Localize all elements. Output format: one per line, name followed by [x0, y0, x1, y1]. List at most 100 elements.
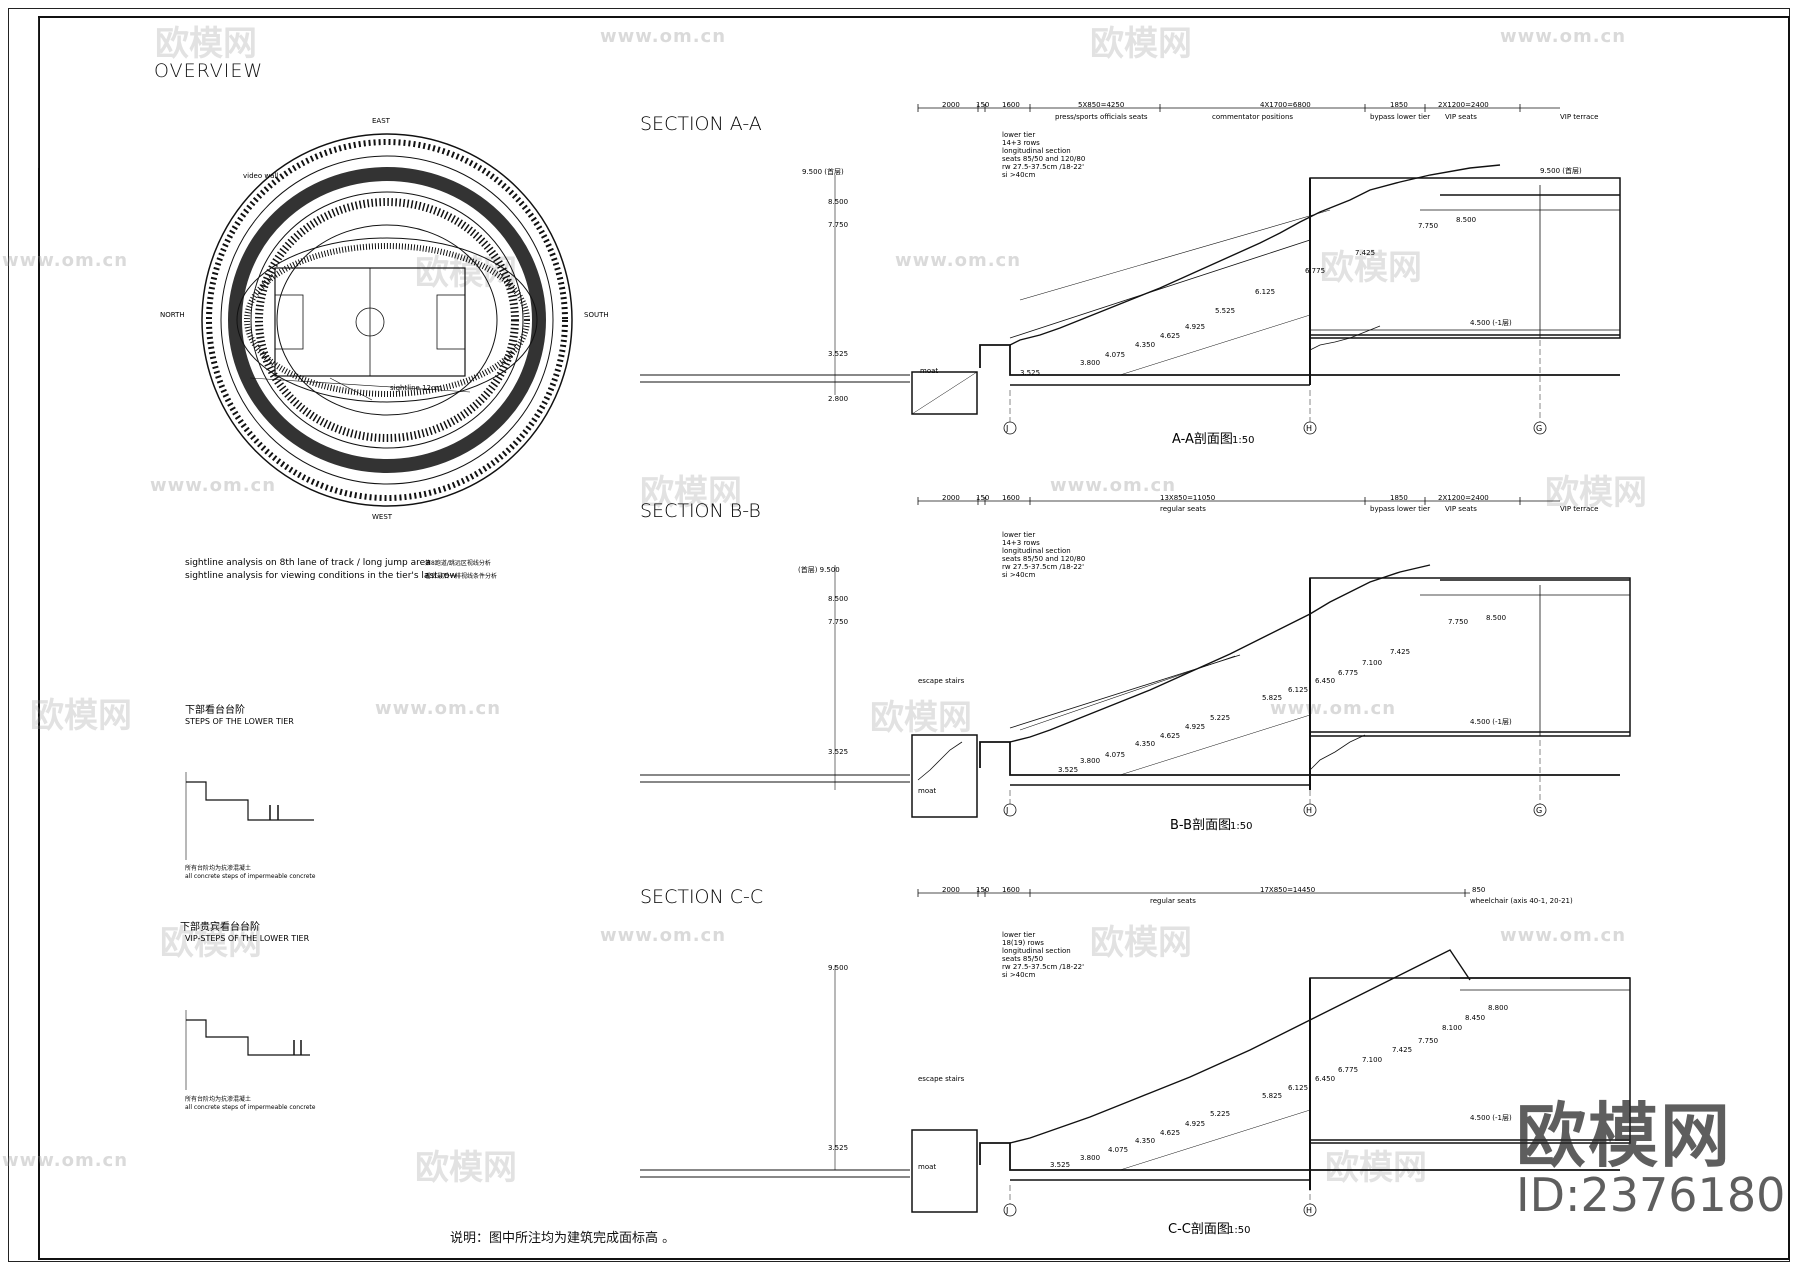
legend-item-2-cn: 看台最后一排视线条件分析 — [425, 572, 497, 580]
watermark-logo: 欧模网 — [415, 1148, 517, 1188]
watermark-url: www.om.cn — [1500, 925, 1627, 946]
section-a-level-3525: 3.525 — [828, 350, 848, 358]
section-c-step-3: 4.075 — [1108, 1146, 1128, 1154]
section-c-dim-4: 17X850=14450 — [1260, 886, 1315, 894]
section-b-zone-3: VIP seats — [1445, 505, 1477, 513]
section-b-axis-h: H — [1306, 806, 1312, 815]
section-b-step-8: 5.825 — [1262, 694, 1282, 702]
section-b-dim-2: 150 — [976, 494, 989, 502]
section-a-title: SECTION A-A — [640, 113, 762, 135]
watermark-logo: 欧模网 — [155, 24, 257, 64]
section-a-step-7: 5.525 — [1215, 307, 1235, 315]
section-c-scale: 1:50 — [1228, 1225, 1250, 1236]
section-a-axis-h: H — [1306, 424, 1312, 433]
section-b-step-5: 4.625 — [1160, 732, 1180, 740]
section-b-axis-g: G — [1536, 806, 1542, 815]
section-b-drawing — [640, 497, 1631, 818]
section-c-long: longitudinal section — [1002, 947, 1071, 955]
legend-item-1-en: sightline analysis on 8th lane of track … — [185, 558, 431, 568]
section-c-moat: moat — [918, 1163, 936, 1171]
section-a-level-2800: 2.800 — [828, 395, 848, 403]
section-c-step-7: 5.225 — [1210, 1110, 1230, 1118]
section-a-step-10: 7.425 — [1355, 249, 1375, 257]
section-c-caption: C-C剖面图 — [1168, 1222, 1230, 1237]
section-b-zone-4: VIP terrace — [1560, 505, 1598, 513]
stadium-plan — [201, 133, 573, 507]
section-a-scale: 1:50 — [1232, 435, 1254, 446]
section-b-first-floor: (首层) 9.500 — [798, 565, 840, 574]
section-a-dim-2: 150 — [976, 101, 989, 109]
section-b-step-10: 6.450 — [1315, 677, 1335, 685]
sightline-label: sightline 12cm — [390, 384, 442, 392]
section-a-level-7750: 7.750 — [828, 221, 848, 229]
section-c-tier: lower tier — [1002, 931, 1035, 939]
section-b-step-11: 6.775 — [1338, 669, 1358, 677]
section-b-level-7750: 7.750 — [828, 618, 848, 626]
section-c-step-10: 6.450 — [1315, 1075, 1335, 1083]
section-b-basement: 4.500 (-1层) — [1470, 718, 1512, 726]
section-a-dim-1: 2000 — [942, 101, 960, 109]
section-a-zone-3: bypass lower tier — [1370, 113, 1430, 121]
section-a-zone-5: VIP terrace — [1560, 113, 1598, 121]
general-note: 说明：图中所注均为建筑完成面标高 。 — [450, 1231, 676, 1246]
section-a-step-3: 4.075 — [1105, 351, 1125, 359]
section-b-step-3: 4.075 — [1105, 751, 1125, 759]
section-a-step-5: 4.625 — [1160, 332, 1180, 340]
compass-west: WEST — [372, 513, 393, 521]
section-b-seats: seats 85/50 and 120/80 — [1002, 555, 1085, 563]
section-a-dim-5: 4X1700=6800 — [1260, 101, 1311, 109]
section-c-dim-1: 2000 — [942, 886, 960, 894]
section-c-step-15: 8.100 — [1442, 1024, 1462, 1032]
section-b-step-13: 7.425 — [1390, 648, 1410, 656]
section-c-step-2: 3.800 — [1080, 1154, 1100, 1162]
watermark-url: www.om.cn — [1050, 475, 1177, 496]
section-c-step-1: 3.525 — [1050, 1161, 1070, 1169]
watermark-logo: 欧模网 — [30, 696, 132, 736]
steps-lower-note-cn: 所有台阶均为抗渗混凝土 — [185, 864, 251, 872]
title-block-strip — [10, 18, 39, 168]
section-a-drawing — [640, 104, 1621, 435]
section-b-zone-2: bypass lower tier — [1370, 505, 1430, 513]
section-a-step-2: 3.800 — [1080, 359, 1100, 367]
section-c-axis-h: H — [1306, 1206, 1312, 1215]
compass-south: SOUTH — [584, 311, 609, 319]
section-b-step-12: 7.100 — [1362, 659, 1382, 667]
watermark-logo: 欧模网 — [1090, 24, 1192, 64]
watermark-brand: 欧模网 — [1516, 1095, 1732, 1177]
watermark-logo: 欧模网 — [1090, 923, 1192, 963]
section-a-dim-3: 1600 — [1002, 101, 1020, 109]
section-a-rw: rw 27.5-37.5cm /18-22' — [1002, 163, 1084, 171]
steps-vip-note-en: all concrete steps of impermeable concre… — [185, 1104, 316, 1111]
section-c-zone-2: wheelchair (axis 40-1, 20-21) — [1470, 897, 1573, 905]
legend-item-1-cn: 第8跑道/跳远区视线分析 — [425, 559, 491, 567]
watermark-logo: 欧模网 — [1320, 248, 1422, 288]
section-a-first-floor: 9.500 (首层) — [802, 167, 844, 176]
section-b-moat: moat — [918, 787, 936, 795]
watermark-url: www.om.cn — [1270, 698, 1397, 719]
section-c-basement: 4.500 (-1层) — [1470, 1114, 1512, 1122]
section-c-drawing — [640, 889, 1631, 1217]
section-b-dim-1: 2000 — [942, 494, 960, 502]
section-a-moat: moat — [920, 367, 938, 375]
section-a-step-11: 7.750 — [1418, 222, 1438, 230]
section-b-step-9: 6.125 — [1288, 686, 1308, 694]
section-c-dim-2: 150 — [976, 886, 989, 894]
section-c-zone-1: regular seats — [1150, 897, 1196, 905]
section-c-step-5: 4.625 — [1160, 1129, 1180, 1137]
steps-vip-en-title: VIP-STEPS OF THE LOWER TIER — [185, 934, 310, 943]
steps-lower-detail — [185, 772, 314, 860]
watermark-url: www.om.cn — [375, 698, 502, 719]
section-c-step-12: 7.100 — [1362, 1056, 1382, 1064]
section-c-step-16: 8.450 — [1465, 1014, 1485, 1022]
section-c-axis-j: J — [1005, 1206, 1008, 1215]
section-c-step-8: 5.825 — [1262, 1092, 1282, 1100]
section-b-tier: lower tier — [1002, 531, 1035, 539]
section-b-step-6: 4.925 — [1185, 723, 1205, 731]
watermark-url: www.om.cn — [895, 250, 1022, 271]
section-a-caption: A-A剖面图 — [1172, 432, 1233, 447]
section-b-rows: 14+3 rows — [1002, 539, 1040, 547]
steps-vip-cn-title: 下部贵宾看台台阶 — [180, 920, 260, 933]
section-c-escape: escape stairs — [918, 1075, 965, 1083]
section-c-step-14: 7.750 — [1418, 1037, 1438, 1045]
